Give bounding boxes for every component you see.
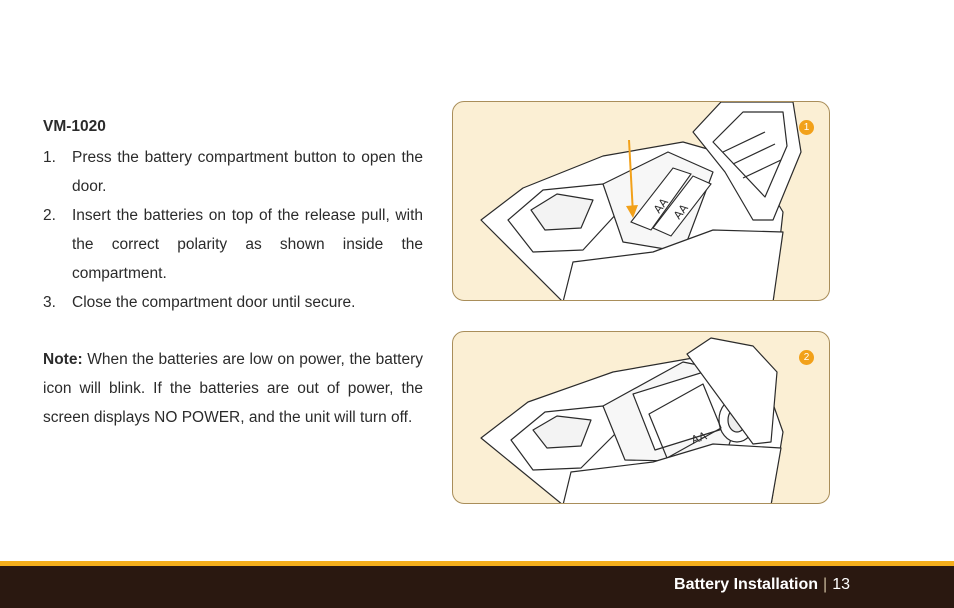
step-text: Close the compartment door until secure. <box>72 294 356 311</box>
step-item: 3. Close the compartment door until secur… <box>43 288 423 317</box>
step-item: 1. Press the battery compartment button t… <box>43 143 423 201</box>
step-text: Insert the batteries on top of the relea… <box>72 207 423 282</box>
step-number: 1. <box>43 149 56 166</box>
flash-open-compartment-illustration: AA AA <box>480 102 802 300</box>
footer-bar <box>0 566 954 608</box>
insert-arrow <box>628 139 634 215</box>
figure-open-door: AA AA 1 <box>452 101 830 301</box>
note-paragraph: Note: When the batteries are low on powe… <box>43 345 423 432</box>
step-item: 2. Insert the batteries on top of the rel… <box>43 201 423 288</box>
step-number: 3. <box>43 294 56 311</box>
figure-batteries-inserted: AA 2 <box>452 331 830 504</box>
step-text: Press the battery compartment button to … <box>72 149 423 195</box>
step-badge: 1 <box>799 120 814 135</box>
footer-separator: | <box>823 576 828 593</box>
footer-section-title: Battery Installation <box>674 576 819 593</box>
step-badge: 2 <box>799 350 814 365</box>
battery-label: AA <box>690 429 709 447</box>
steps-list: 1. Press the battery compartment button t… <box>43 143 423 317</box>
footer-accent-stripe <box>0 561 954 566</box>
footer-label: Battery Installation|13 <box>674 574 850 596</box>
arrow-head-icon <box>626 205 638 218</box>
flash-batteries-inserted-illustration: AA <box>480 337 784 503</box>
model-heading: VM-1020 <box>43 118 106 135</box>
page-number: 13 <box>832 576 850 593</box>
note-label: Note: <box>43 351 83 368</box>
step-number: 2. <box>43 207 56 224</box>
note-text: When the batteries are low on power, the… <box>43 351 423 426</box>
instructions-column: VM-1020 1. Press the battery compartment … <box>43 112 423 432</box>
